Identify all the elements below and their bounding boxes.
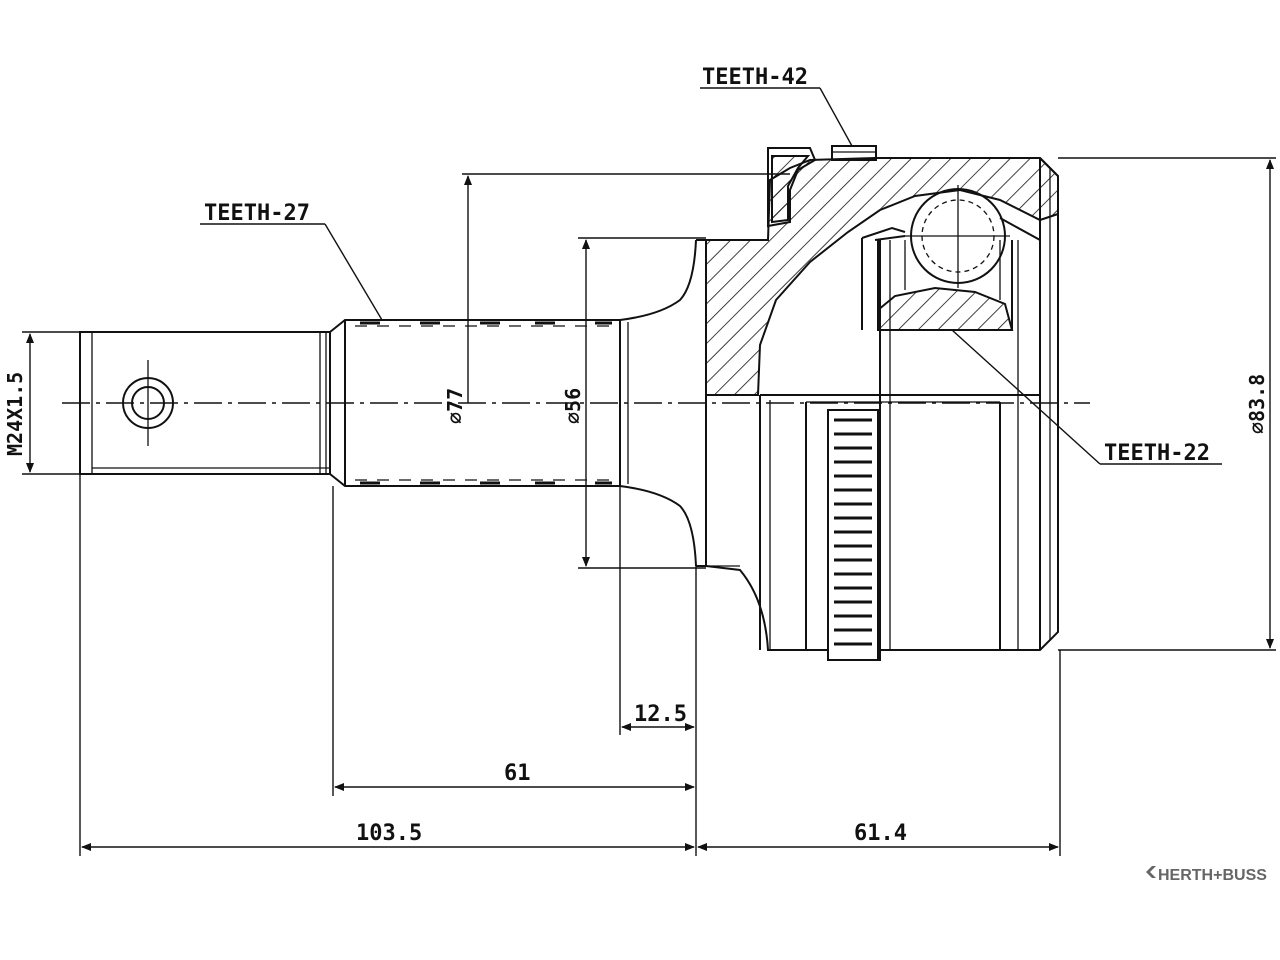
- bell-hatched-section: [705, 145, 1059, 396]
- steel-ball: [905, 185, 1010, 288]
- dimension-thread: [22, 331, 80, 475]
- dim-61-4-label: 61.4: [854, 821, 907, 846]
- dim-12-5-label: 12.5: [634, 702, 687, 727]
- brand-logo: HERTH+BUSS: [1146, 866, 1267, 884]
- dimension-dia-77: [462, 173, 790, 403]
- teeth-27-label: TEETH-27: [204, 201, 310, 226]
- dimension-dia-83-8: [1058, 157, 1276, 651]
- dia-83-8-label: ⌀83.8: [1245, 374, 1269, 434]
- leader-teeth-27: [200, 223, 383, 321]
- leader-teeth-22: [951, 329, 1222, 465]
- extension-lines: [79, 474, 1061, 856]
- dim-103-5-label: 103.5: [356, 821, 422, 846]
- dimension-dia-56: [578, 237, 706, 569]
- dim-61-label: 61: [504, 761, 531, 786]
- brand-name: HERTH+BUSS: [1158, 867, 1267, 884]
- abs-tone-ring: [827, 409, 879, 661]
- inner-race-and-cage: [861, 217, 1041, 331]
- teeth-22-label: TEETH-22: [1104, 441, 1210, 466]
- dia-56-label: ⌀56: [561, 388, 585, 424]
- splined-shaft: [329, 239, 697, 567]
- teeth-42-label: TEETH-42: [702, 65, 808, 90]
- thread-label: M24X1.5: [3, 372, 27, 456]
- dia-77-label: ⌀77: [443, 388, 467, 424]
- leader-teeth-42: [700, 87, 853, 147]
